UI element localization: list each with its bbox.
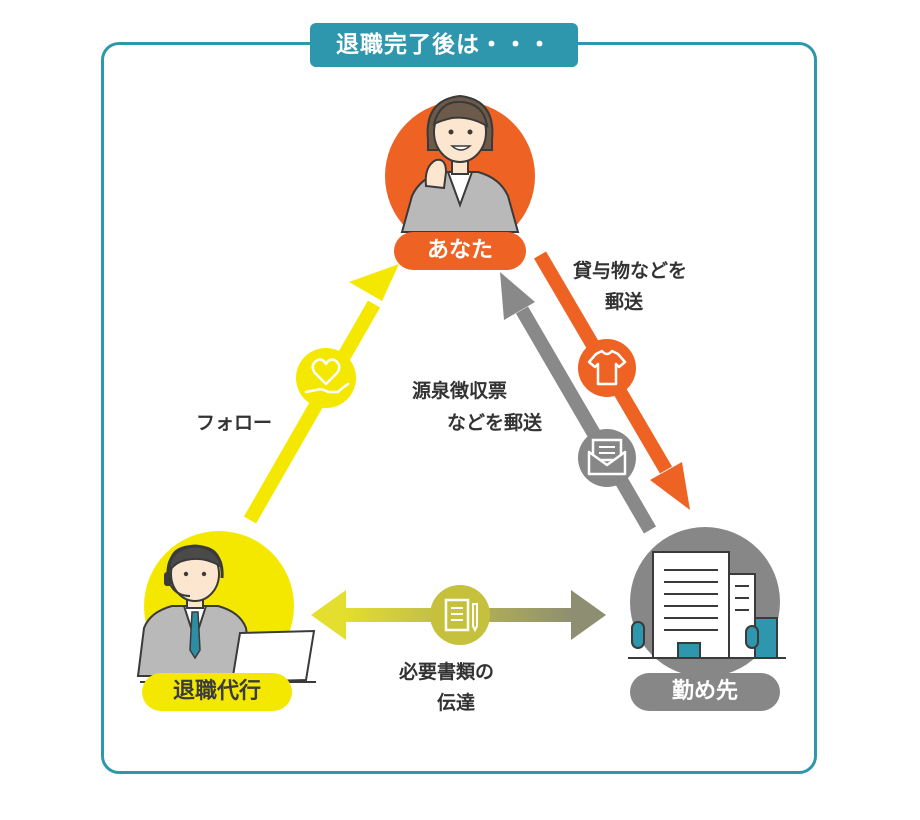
tax-slip-label-line1: 源泉徴収票 xyxy=(412,380,508,402)
documents-label-line2: 伝達 xyxy=(437,692,476,714)
document-pen-icon xyxy=(430,585,490,645)
loan-items-label-line1: 貸与物などを xyxy=(573,260,688,282)
loan-items-label-line2: 郵送 xyxy=(605,291,644,313)
tax-slip-label-line2: などを郵送 xyxy=(447,412,543,434)
you-avatar xyxy=(385,94,535,251)
heart-hand-icon xyxy=(296,348,356,408)
agency-label: 退職代行 xyxy=(142,673,292,711)
documents-label-line1: 必要書類の xyxy=(399,661,495,683)
follow-label: フォロー xyxy=(196,412,273,434)
tshirt-icon xyxy=(578,339,636,397)
tax-slip-arrow xyxy=(500,272,657,534)
employer-building xyxy=(628,527,786,677)
title-tab: 退職完了後は・・・ xyxy=(310,23,578,67)
envelope-letter-icon xyxy=(578,429,636,487)
you-label: あなた xyxy=(394,232,526,270)
agency-avatar xyxy=(136,531,316,684)
follow-arrow xyxy=(243,264,399,524)
employer-label: 勤め先 xyxy=(630,673,780,711)
